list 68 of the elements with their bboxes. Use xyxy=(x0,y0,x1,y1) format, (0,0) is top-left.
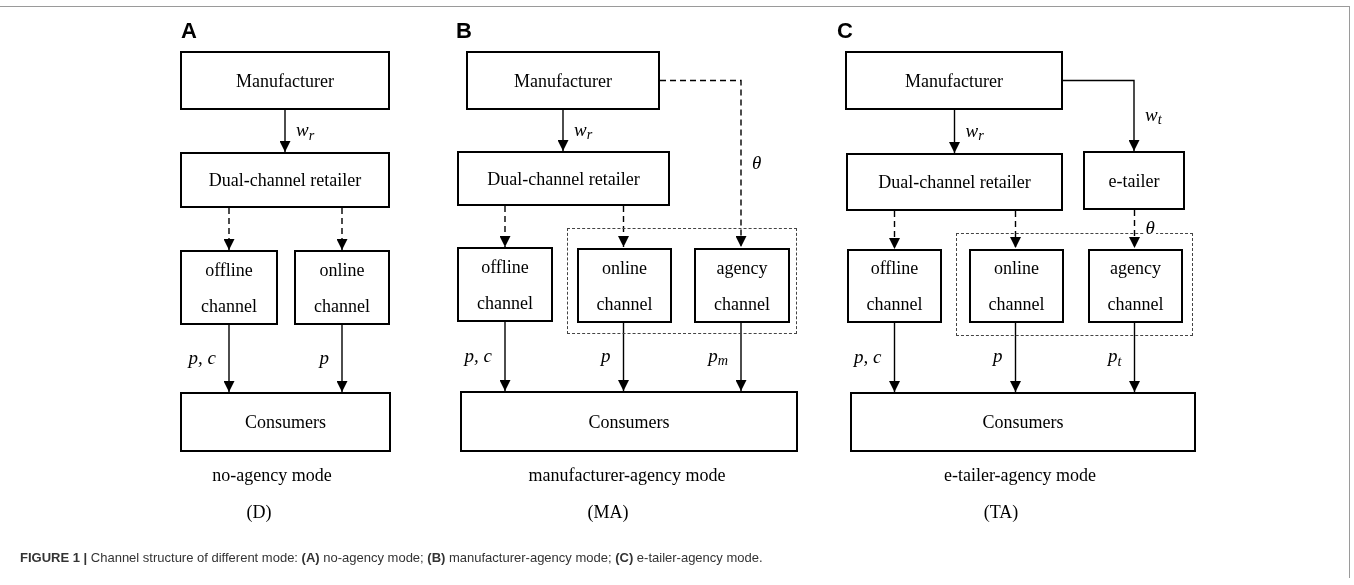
arrow xyxy=(1129,209,1140,249)
process-box xyxy=(460,391,798,452)
process-box xyxy=(180,152,390,208)
arrow xyxy=(618,321,629,392)
process-box xyxy=(845,51,1063,110)
process-box xyxy=(847,249,942,323)
arrow xyxy=(735,321,747,392)
node-label: offline channel xyxy=(476,255,534,315)
arrow xyxy=(1010,210,1021,249)
node-label: Manufacturer xyxy=(513,69,613,93)
arrow xyxy=(499,321,511,392)
arrow xyxy=(279,109,291,153)
process-box xyxy=(969,249,1064,323)
panel-letter: B xyxy=(456,18,472,44)
arrow xyxy=(889,322,900,393)
process-box xyxy=(180,250,278,325)
arrow xyxy=(1010,321,1021,393)
process-box xyxy=(1088,249,1183,323)
node-label: Manufacturer xyxy=(235,69,335,93)
arrow xyxy=(223,207,235,251)
node-label: online channel xyxy=(595,256,654,316)
process-box xyxy=(180,392,391,452)
mode-caption: manufacturer-agency mode xyxy=(528,464,726,487)
figure-caption: FIGURE 1 | Channel structure of different mode: (A) no-agency mode; (B) manufacturer-agency mode; (C) e-tailer-agency mode. xyxy=(20,549,763,567)
process-box xyxy=(466,51,660,110)
process-box xyxy=(1083,151,1185,210)
node-label: online channel xyxy=(987,257,1046,316)
mode-caption: (D) xyxy=(246,501,272,524)
arrow xyxy=(336,207,348,251)
arrow xyxy=(223,324,235,393)
process-box xyxy=(846,153,1063,211)
mode-caption: (MA) xyxy=(587,501,629,524)
node-label: offline channel xyxy=(865,257,924,316)
process-box xyxy=(850,392,1196,452)
node-label: Dual-channel retailer xyxy=(877,171,1032,194)
dashed-group-box xyxy=(567,228,797,334)
arrow xyxy=(949,109,960,154)
node-label: Manufacturer xyxy=(904,69,1004,93)
node-label: e-tailer xyxy=(1107,169,1161,193)
node-label: Dual-channel retailer xyxy=(207,169,363,192)
panel-letter: A xyxy=(181,18,197,44)
process-box xyxy=(457,247,553,322)
arrow xyxy=(1129,321,1140,393)
process-box xyxy=(577,248,672,323)
arrow xyxy=(1062,79,1140,152)
arrow xyxy=(889,210,900,250)
node-label: agency channel xyxy=(713,256,771,316)
panel-letter: C xyxy=(837,18,853,44)
process-box xyxy=(457,151,670,206)
node-label: Consumers xyxy=(981,411,1065,434)
node-label: Dual-channel retailer xyxy=(486,167,641,191)
arrow xyxy=(499,205,511,248)
arrow xyxy=(618,205,629,248)
node-label: agency channel xyxy=(1106,257,1165,316)
dashed-group-box xyxy=(956,233,1193,336)
mode-caption: no-agency mode xyxy=(212,464,332,487)
node-label: online channel xyxy=(313,258,371,318)
process-box xyxy=(294,250,390,325)
process-box xyxy=(694,248,790,323)
arrow xyxy=(336,324,348,393)
mode-caption: (TA) xyxy=(983,501,1019,524)
arrow xyxy=(557,109,569,152)
arrow xyxy=(659,79,747,248)
node-label: Consumers xyxy=(244,411,327,434)
node-label: Consumers xyxy=(587,410,671,434)
process-box xyxy=(180,51,390,110)
mode-caption: e-tailer-agency mode xyxy=(943,464,1097,487)
node-label: offline channel xyxy=(200,258,258,318)
